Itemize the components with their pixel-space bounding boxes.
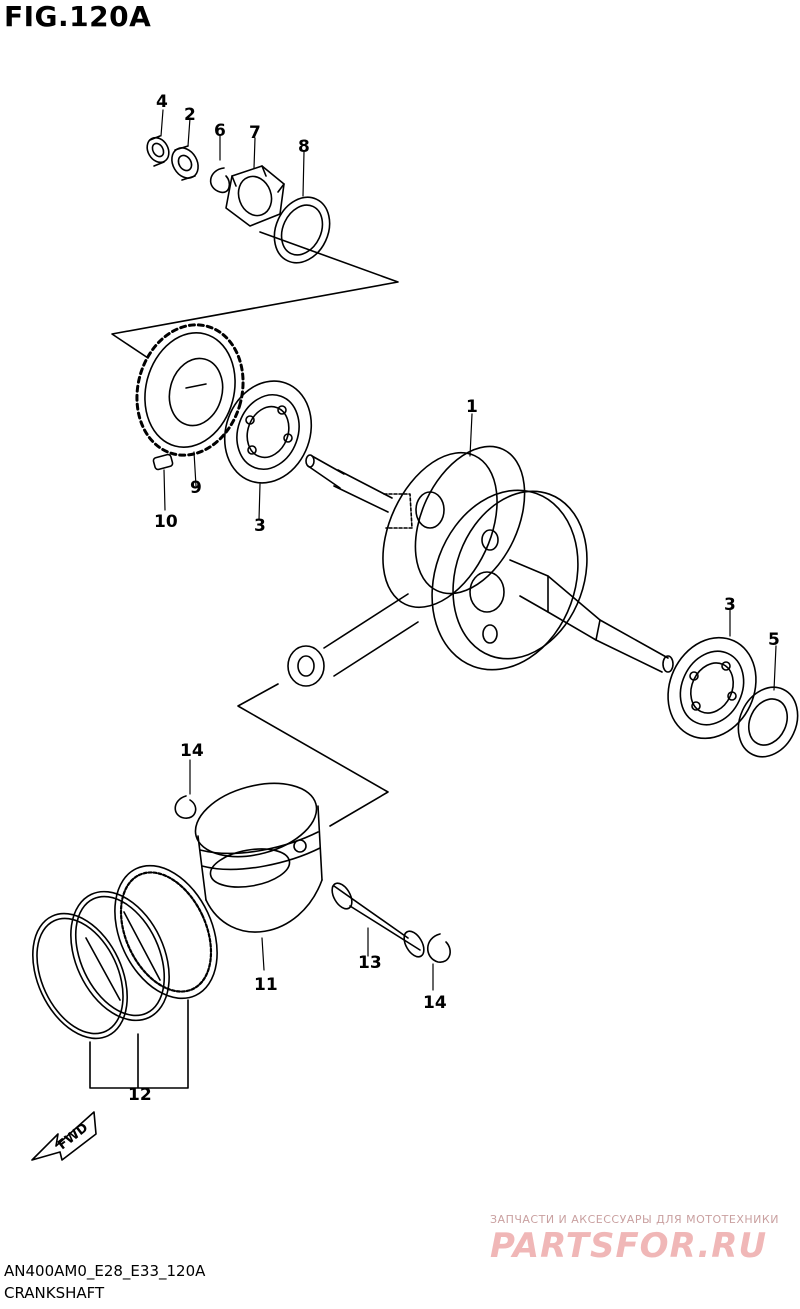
part-2-bearing bbox=[171, 145, 199, 181]
callout-14-upper: 14 bbox=[180, 741, 204, 761]
watermark-logo: PARTSFOR.RU bbox=[490, 1226, 768, 1266]
guide-line-piston bbox=[237, 683, 389, 827]
part-6-circlip bbox=[209, 167, 231, 194]
part-9-gear bbox=[135, 323, 245, 457]
callout-4: 4 bbox=[156, 92, 168, 112]
guide-line-top bbox=[111, 231, 399, 359]
callout-3-lower: 3 bbox=[724, 595, 736, 615]
part-3-bearing-upper bbox=[223, 380, 313, 484]
callout-10: 10 bbox=[154, 512, 178, 532]
callout-13: 13 bbox=[358, 953, 382, 973]
part-4-seal bbox=[146, 135, 170, 167]
callout-14-lower: 14 bbox=[423, 993, 447, 1013]
figure-title: FIG.120A bbox=[4, 0, 152, 33]
diagram-caption: CRANKSHAFT bbox=[4, 1284, 105, 1302]
part-5-oil-seal bbox=[737, 686, 799, 758]
callout-6: 6 bbox=[214, 121, 226, 141]
part-8-washer bbox=[273, 196, 331, 264]
callout-8: 8 bbox=[298, 137, 310, 157]
callout-9: 9 bbox=[190, 478, 202, 498]
callout-3-upper: 3 bbox=[254, 516, 266, 536]
part-10-key bbox=[152, 453, 174, 471]
callout-11: 11 bbox=[254, 975, 278, 995]
part-3-bearing-lower bbox=[667, 636, 757, 740]
callout-1: 1 bbox=[466, 397, 478, 417]
part-13-piston-pin bbox=[331, 882, 425, 958]
callout-12: 12 bbox=[128, 1085, 152, 1105]
part-7-nut bbox=[225, 165, 285, 227]
leader-lines bbox=[160, 109, 777, 991]
callout-2: 2 bbox=[184, 105, 196, 125]
part-14-circlip-lower bbox=[426, 933, 451, 963]
part-14-circlip-upper bbox=[174, 795, 197, 819]
callout-7: 7 bbox=[249, 123, 261, 143]
fwd-arrow bbox=[31, 1111, 97, 1161]
diagram-code: AN400AM0_E28_E33_120A bbox=[4, 1262, 206, 1280]
watermark-tagline: ЗАПЧАСТИ И АКСЕССУАРЫ ДЛЯ МОТОТЕХНИКИ bbox=[490, 1213, 779, 1226]
part-12-piston-rings bbox=[32, 864, 218, 1040]
part-11-piston bbox=[194, 782, 323, 933]
rings-bracket bbox=[89, 999, 189, 1089]
part-1-crankshaft bbox=[287, 445, 674, 687]
callout-5: 5 bbox=[768, 630, 780, 650]
